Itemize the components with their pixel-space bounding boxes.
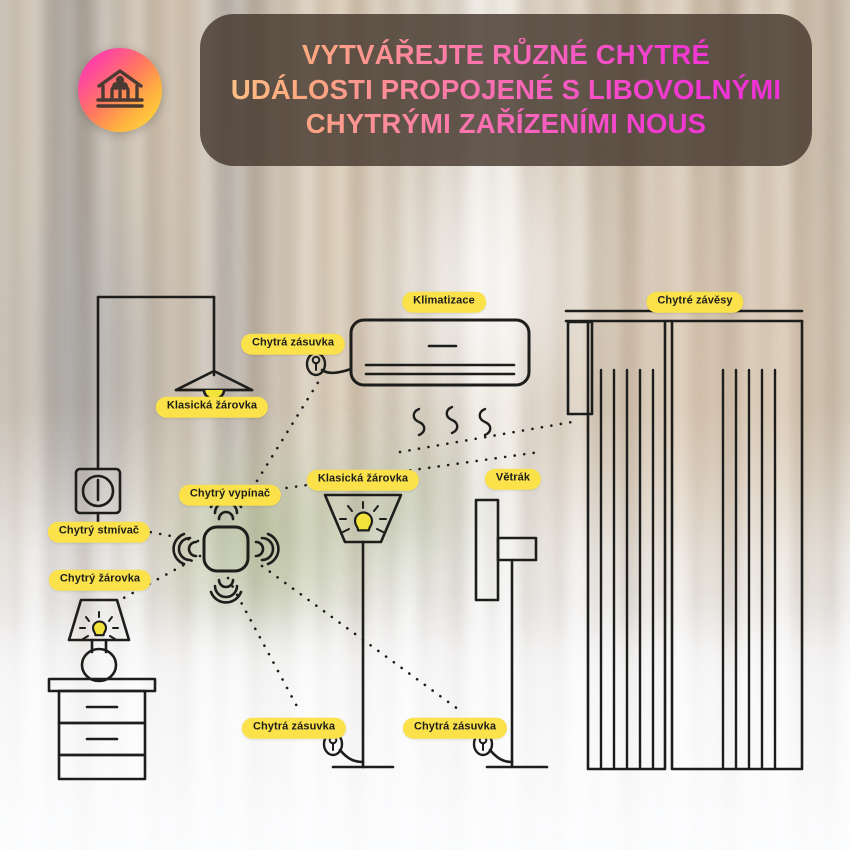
label-chytra-zasuvka-ac: Chytrá zásuvka <box>240 333 346 355</box>
background-blur-plant-2 <box>300 430 500 580</box>
table-lamp-light-rays <box>79 611 119 640</box>
label-vetrak: Větrák <box>484 468 542 490</box>
label-klasicka-zarovka-floor: Klasická žárovka <box>306 469 420 491</box>
nightstand <box>47 677 157 781</box>
hub-body <box>202 525 250 573</box>
fan-plug-cable <box>488 748 514 764</box>
label-klimatizace: Klimatizace <box>402 291 486 313</box>
label-chytry-zarovka: Chytrý žárovka <box>48 569 152 591</box>
hub-signal-left <box>172 532 198 566</box>
classic-floor-lamp <box>323 493 403 769</box>
ac-smart-plug <box>305 351 353 377</box>
link-hub-to-nightstand <box>118 554 202 602</box>
label-chytre-zavesy: Chytré závěsy <box>646 291 744 313</box>
nightstand-base <box>57 753 147 781</box>
floorlamp-bulb <box>353 511 374 532</box>
label-chytry-vypinac: Chytrý vypínač <box>178 484 282 506</box>
label-klasicka-zarovka-pendant: Klasická žárovka <box>155 396 269 418</box>
smart-dimmer-switch <box>74 467 122 525</box>
smart-switch-hub <box>172 495 280 604</box>
smart-bulb-table-lamp <box>67 598 131 683</box>
link-hub-to-floorlamp-plug <box>226 576 302 714</box>
label-chytra-zasuvka-floorlamp: Chytrá zásuvka <box>241 717 347 739</box>
pedestal-fan <box>474 498 549 769</box>
link-hub-to-ac-plug <box>250 374 324 491</box>
ac-body <box>349 318 531 387</box>
label-chytry-stmivac: Chytrý stmívač <box>47 521 151 543</box>
link-ac-to-curtains <box>398 420 574 454</box>
curtain-motor-box <box>566 320 594 416</box>
connection-lines <box>118 374 574 714</box>
smart-home-house-icon <box>96 69 144 108</box>
brand-logo <box>78 48 162 132</box>
background-floor <box>0 630 850 850</box>
floorlamp-plug-cable <box>338 748 365 764</box>
smart-curtains <box>564 309 804 771</box>
dimmer-knob <box>81 474 115 508</box>
link-hub-to-floorlamp <box>256 450 542 494</box>
table-lamp-base-sphere <box>80 647 118 683</box>
classic-pendant-lamp <box>96 295 254 471</box>
page-title: VYTVÁŘEJTE RŮZNÉ CHYTRÉ UDÁLOSTI PROPOJE… <box>213 38 799 142</box>
air-conditioner <box>349 318 531 437</box>
header-banner: VYTVÁŘEJTE RŮZNÉ CHYTRÉ UDÁLOSTI PROPOJE… <box>200 14 812 166</box>
ac-plug-cable <box>320 367 353 375</box>
curtain-pleats-left <box>599 368 655 771</box>
hub-signal-right <box>254 532 280 566</box>
floorlamp-light-rays <box>339 501 387 533</box>
floorlamp-shade <box>323 493 403 544</box>
fan-blade-vertical <box>474 498 500 602</box>
table-lamp-shade <box>67 598 131 642</box>
fan-blade-horizontal <box>496 536 538 562</box>
hub-signal-bottom <box>209 578 243 604</box>
table-lamp-bulb <box>91 620 108 637</box>
label-chytra-zasuvka-fan: Chytrá zásuvka <box>402 717 508 739</box>
ac-airflow <box>412 405 492 437</box>
curtain-pleats-right <box>721 368 777 771</box>
